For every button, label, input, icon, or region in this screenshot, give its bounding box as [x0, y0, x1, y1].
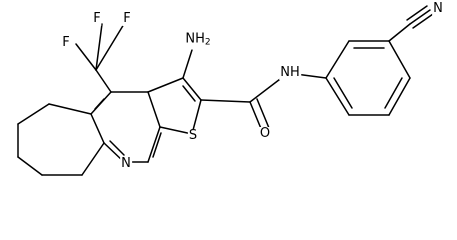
bond-c8a-c3a-inner: [152, 132, 162, 158]
bond-ar-4: [388, 77, 411, 116]
bond-cn-triple-1: [409, 9, 431, 25]
amino-group-label: NH2: [184, 31, 212, 50]
bond-cn-triple-2: [406, 5, 428, 21]
bond-c9a-n-inner: [109, 140, 125, 156]
amide-nitrogen-label: NH: [279, 65, 301, 80]
thiophene-sulfur-label: S: [187, 128, 199, 143]
bond-cn-triple-3: [412, 13, 434, 29]
bond-ar-6: [325, 77, 350, 116]
bond-camide-o-2: [256, 98, 270, 129]
fluorine-atom-label-3: F: [122, 11, 132, 26]
bond-c3-nh2: [182, 49, 193, 79]
bond-ch-4: [17, 156, 43, 176]
bond-cf3-f1: [75, 43, 97, 71]
bond-s-c8a: [159, 126, 193, 135]
bond-c4-c4a-inner: [94, 98, 105, 110]
bond-c3a-c3: [147, 77, 184, 93]
fluorine-atom-label-2: F: [92, 11, 102, 26]
bond-c4-cf3: [95, 69, 112, 93]
bond-ar-1: [325, 40, 350, 79]
amino-atoms: NH: [185, 31, 205, 47]
bond-ch-6: [81, 142, 105, 176]
bond-cf3-f2: [95, 23, 103, 71]
bond-c2-camide: [200, 99, 251, 103]
bond-camide-o: [249, 101, 263, 132]
bond-c2-s: [191, 99, 202, 135]
pyridine-nitrogen-label: N: [120, 156, 132, 171]
bond-ar-4-inner: [384, 77, 403, 109]
fluorine-atom-label-1: F: [61, 35, 71, 50]
bond-c4a-c9a: [90, 113, 105, 144]
bond-c8a-c3a: [147, 126, 161, 163]
bond-layer: [17, 5, 434, 176]
carbonyl-oxygen-label: O: [258, 126, 272, 141]
bond-ar-3: [388, 40, 411, 79]
bond-ch-2: [17, 103, 50, 125]
bond-c3-c2: [182, 77, 202, 101]
bond-ch-1: [48, 103, 92, 115]
amino-hydrogen-count: 2: [204, 37, 211, 48]
bond-ar-cn: [388, 23, 411, 42]
bond-c3a-c4: [147, 91, 161, 128]
bond-ar-6-inner: [333, 77, 353, 109]
nitrile-nitrogen-label: N: [432, 1, 444, 16]
bond-cf3-f3: [95, 23, 125, 71]
bond-c3-c2-inner: [182, 85, 196, 102]
